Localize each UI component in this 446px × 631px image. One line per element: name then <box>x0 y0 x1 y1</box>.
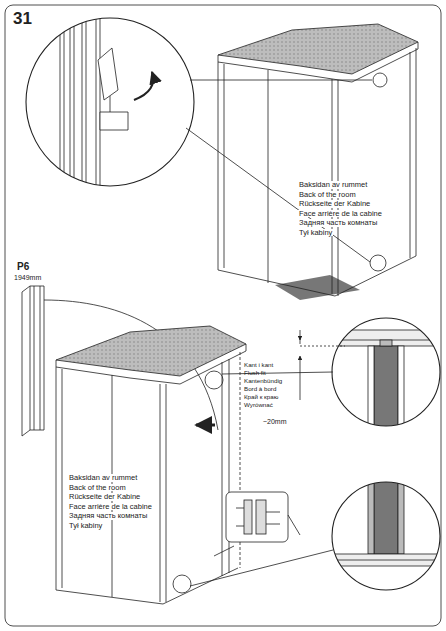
step-number: 31 <box>13 10 32 28</box>
flush-fit-detail <box>300 318 446 436</box>
leader-line <box>186 128 370 262</box>
page-frame <box>5 5 441 626</box>
leader-line <box>222 372 333 374</box>
orientation-note: Face arrière de la cabine <box>68 503 153 511</box>
orientation-note: Baksidan av rummet <box>68 474 138 482</box>
orientation-note: Rückseite der Kabine <box>68 493 141 501</box>
dimension: 1949mm <box>14 274 41 281</box>
orientation-note: Face arrière de la cabine <box>298 210 383 218</box>
leader-line <box>190 80 372 81</box>
orientation-note: Задняя часть комнаты <box>68 512 148 520</box>
note: Bord à bord <box>244 386 276 393</box>
orientation-note: Tył kabiny <box>298 229 333 237</box>
orientation-note: Rückseite der Kabine <box>298 200 371 208</box>
latch-detail <box>26 10 194 200</box>
note: Kantenbündig <box>244 378 282 385</box>
shower-cabin <box>56 326 333 604</box>
bottom-profile-detail <box>320 470 446 590</box>
section-detail <box>214 492 300 556</box>
orientation-note: Baksidan av rummet <box>298 181 368 189</box>
note: Flush fit <box>244 370 266 377</box>
orientation-note: Back of the room <box>68 484 127 492</box>
note: Wyrównać <box>244 402 273 409</box>
dimension: ~20mm <box>262 418 288 425</box>
part-name: P6 <box>17 262 29 273</box>
orientation-note: Задняя часть комнаты <box>298 219 378 227</box>
shower-cabin <box>218 24 418 300</box>
orientation-note: Back of the room <box>298 191 357 199</box>
note: Kant i kant <box>244 362 273 369</box>
orientation-note: Tył kabiny <box>68 522 103 530</box>
leader-line <box>190 550 333 586</box>
note: Край к краю <box>244 394 278 401</box>
